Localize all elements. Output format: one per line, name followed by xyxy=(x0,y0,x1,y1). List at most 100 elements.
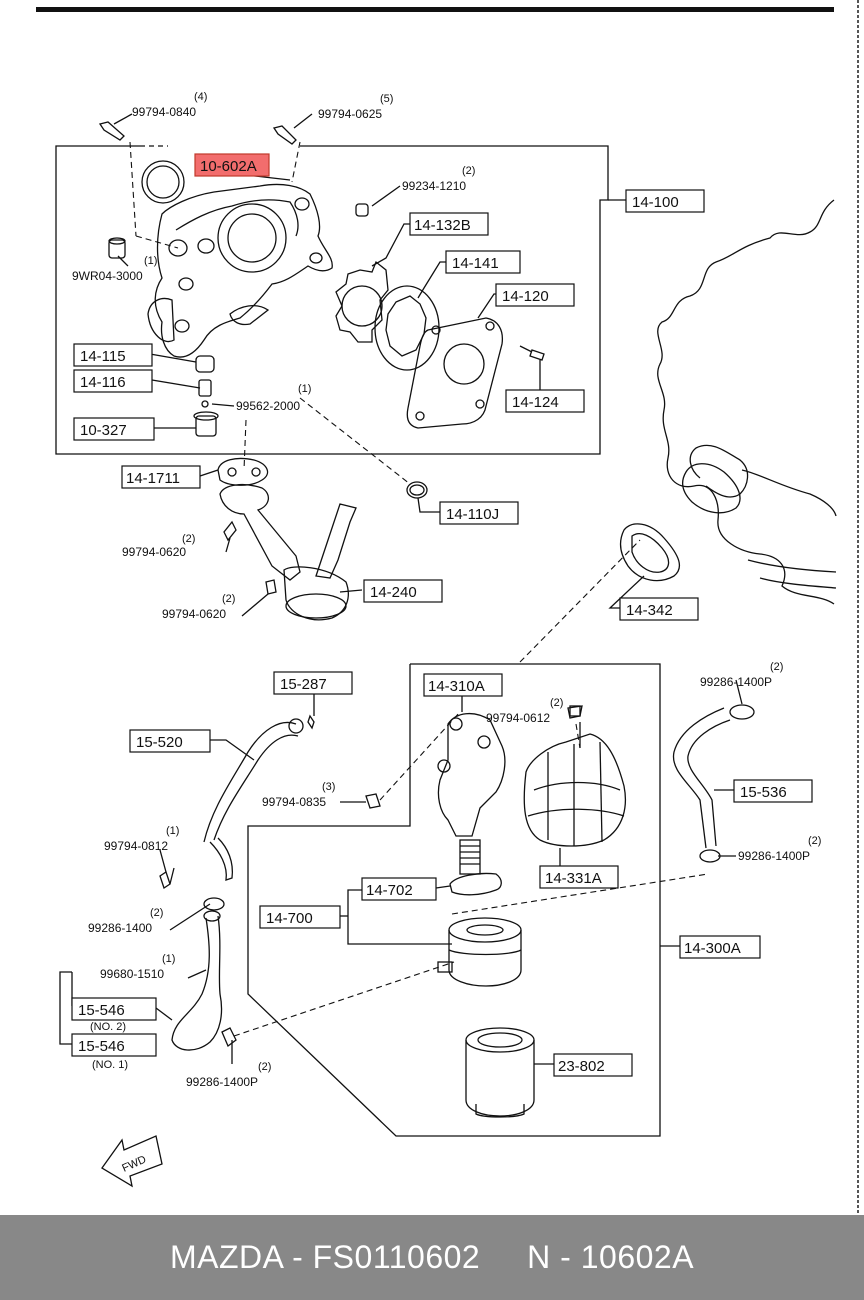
svg-text:(2): (2) xyxy=(150,907,163,919)
label-14-331A[interactable]: 14-331A xyxy=(539,865,619,889)
svg-text:14-240: 14-240 xyxy=(370,584,417,601)
label-15-546-no1[interactable]: 15-546 xyxy=(71,1033,157,1057)
filter-body-gasket xyxy=(619,523,681,582)
svg-text:14-700: 14-700 xyxy=(266,910,313,927)
svg-text:(2): (2) xyxy=(222,593,235,605)
gear-gasket xyxy=(335,260,389,343)
svg-text:(2): (2) xyxy=(258,1061,271,1073)
svg-text:10-602A: 10-602A xyxy=(200,158,257,175)
svg-text:99286-1400: 99286-1400 xyxy=(88,921,152,935)
svg-text:15-546: 15-546 xyxy=(78,1002,125,1019)
svg-text:14-115: 14-115 xyxy=(80,348,126,365)
label-14-141[interactable]: 14-141 xyxy=(445,250,521,274)
engine-block-outline xyxy=(657,199,835,605)
parts-diagram: 10-602A 14-100 14-132B 14-141 14-120 14-… xyxy=(36,0,859,1215)
svg-text:(1): (1) xyxy=(144,255,157,267)
pump-cover xyxy=(406,317,504,429)
svg-text:99794-0812: 99794-0812 xyxy=(104,839,168,853)
fwd-label: FWD xyxy=(120,1154,148,1175)
o-ring xyxy=(406,481,428,499)
svg-text:14-310A: 14-310A xyxy=(428,678,485,695)
water-hose-15-536 xyxy=(672,707,725,849)
label-14-116[interactable]: 14-116 xyxy=(73,369,153,393)
footer-brand-part: MAZDA - FS0110602 xyxy=(169,1239,481,1275)
oil-strainer xyxy=(219,483,301,581)
label-14-700[interactable]: 14-700 xyxy=(259,905,341,929)
svg-text:99794-0835: 99794-0835 xyxy=(262,795,326,809)
svg-text:99680-1510: 99680-1510 xyxy=(100,967,164,981)
label-14-240[interactable]: 14-240 xyxy=(363,579,443,603)
svg-text:14-1711: 14-1711 xyxy=(126,470,180,487)
label-14-115[interactable]: 14-115 xyxy=(73,343,153,367)
svg-text:99286-1400P: 99286-1400P xyxy=(738,849,810,863)
svg-text:10-327: 10-327 xyxy=(80,422,127,439)
oil-filter-group-frame xyxy=(247,663,661,1137)
label-10-327[interactable]: 10-327 xyxy=(73,417,155,441)
svg-text:(NO. 1): (NO. 1) xyxy=(92,1059,128,1071)
fwd-arrow-icon xyxy=(101,1135,163,1188)
svg-text:14-120: 14-120 xyxy=(502,288,549,305)
svg-text:(1): (1) xyxy=(162,953,175,965)
footer-bar: MAZDA - FS0110602 N - 10602A xyxy=(0,1215,864,1300)
svg-text:14-702: 14-702 xyxy=(366,882,413,899)
label-14-342[interactable]: 14-342 xyxy=(619,597,699,621)
label-10-602A[interactable]: 10-602A xyxy=(194,153,270,177)
svg-text:15-287: 15-287 xyxy=(280,676,327,693)
svg-text:(4): (4) xyxy=(194,91,207,103)
filter-cover xyxy=(523,733,627,847)
svg-text:99562-2000: 99562-2000 xyxy=(236,399,300,413)
svg-text:15-520: 15-520 xyxy=(136,734,183,751)
svg-text:14-110J: 14-110J xyxy=(446,506,499,523)
svg-text:99794-0620: 99794-0620 xyxy=(162,607,226,621)
svg-text:(5): (5) xyxy=(380,93,393,105)
svg-text:99234-1210: 99234-1210 xyxy=(402,179,466,193)
label-14-110J[interactable]: 14-110J xyxy=(439,501,519,525)
svg-text:(2): (2) xyxy=(462,165,475,177)
top-border xyxy=(36,7,834,12)
svg-text:23-802: 23-802 xyxy=(558,1058,605,1075)
label-15-546-no2[interactable]: 15-546 xyxy=(71,997,157,1021)
label-14-310A[interactable]: 14-310A xyxy=(423,673,503,697)
label-14-124[interactable]: 14-124 xyxy=(505,389,585,413)
oil-filter xyxy=(465,1027,535,1053)
svg-text:14-132B: 14-132B xyxy=(414,217,471,234)
label-14-132B[interactable]: 14-132B xyxy=(409,212,489,236)
svg-text:99794-0625: 99794-0625 xyxy=(318,107,382,121)
label-14-120[interactable]: 14-120 xyxy=(495,283,575,307)
svg-text:99286-1400P: 99286-1400P xyxy=(700,675,772,689)
svg-text:(NO. 2): (NO. 2) xyxy=(90,1021,126,1033)
svg-text:9WR04-3000: 9WR04-3000 xyxy=(72,269,143,283)
svg-text:(2): (2) xyxy=(182,533,195,545)
svg-text:99794-0840: 99794-0840 xyxy=(132,105,196,119)
label-14-1711[interactable]: 14-1711 xyxy=(121,465,201,489)
svg-text:99794-0612: 99794-0612 xyxy=(486,711,550,725)
svg-text:14-300A: 14-300A xyxy=(684,940,741,957)
svg-text:(2): (2) xyxy=(808,835,821,847)
svg-text:(2): (2) xyxy=(550,697,563,709)
label-15-520[interactable]: 15-520 xyxy=(129,729,211,753)
svg-text:(1): (1) xyxy=(166,825,179,837)
oil-cooler xyxy=(448,917,522,943)
oil-pump-body xyxy=(154,183,333,358)
svg-text:99794-0620: 99794-0620 xyxy=(122,545,186,559)
label-23-802[interactable]: 23-802 xyxy=(553,1053,633,1077)
water-hose-15-520 xyxy=(203,721,297,843)
label-14-702[interactable]: 14-702 xyxy=(361,877,437,901)
label-14-100[interactable]: 14-100 xyxy=(625,189,705,213)
svg-text:(3): (3) xyxy=(322,781,335,793)
svg-text:(1): (1) xyxy=(298,383,311,395)
filter-body xyxy=(437,713,506,837)
svg-text:(2): (2) xyxy=(770,661,783,673)
footer-code: N - 10602A xyxy=(527,1239,695,1275)
label-15-536[interactable]: 15-536 xyxy=(733,779,813,803)
footer-spacer xyxy=(480,1239,527,1276)
cooler-gasket xyxy=(449,872,502,896)
rotor xyxy=(374,285,440,371)
oil-seal-ring xyxy=(141,160,185,204)
label-14-300A[interactable]: 14-300A xyxy=(679,935,761,959)
svg-text:14-124: 14-124 xyxy=(512,394,559,411)
svg-text:14-100: 14-100 xyxy=(632,194,679,211)
svg-text:15-546: 15-546 xyxy=(78,1038,125,1055)
label-15-287[interactable]: 15-287 xyxy=(273,671,353,695)
svg-text:99286-1400P: 99286-1400P xyxy=(186,1075,258,1089)
